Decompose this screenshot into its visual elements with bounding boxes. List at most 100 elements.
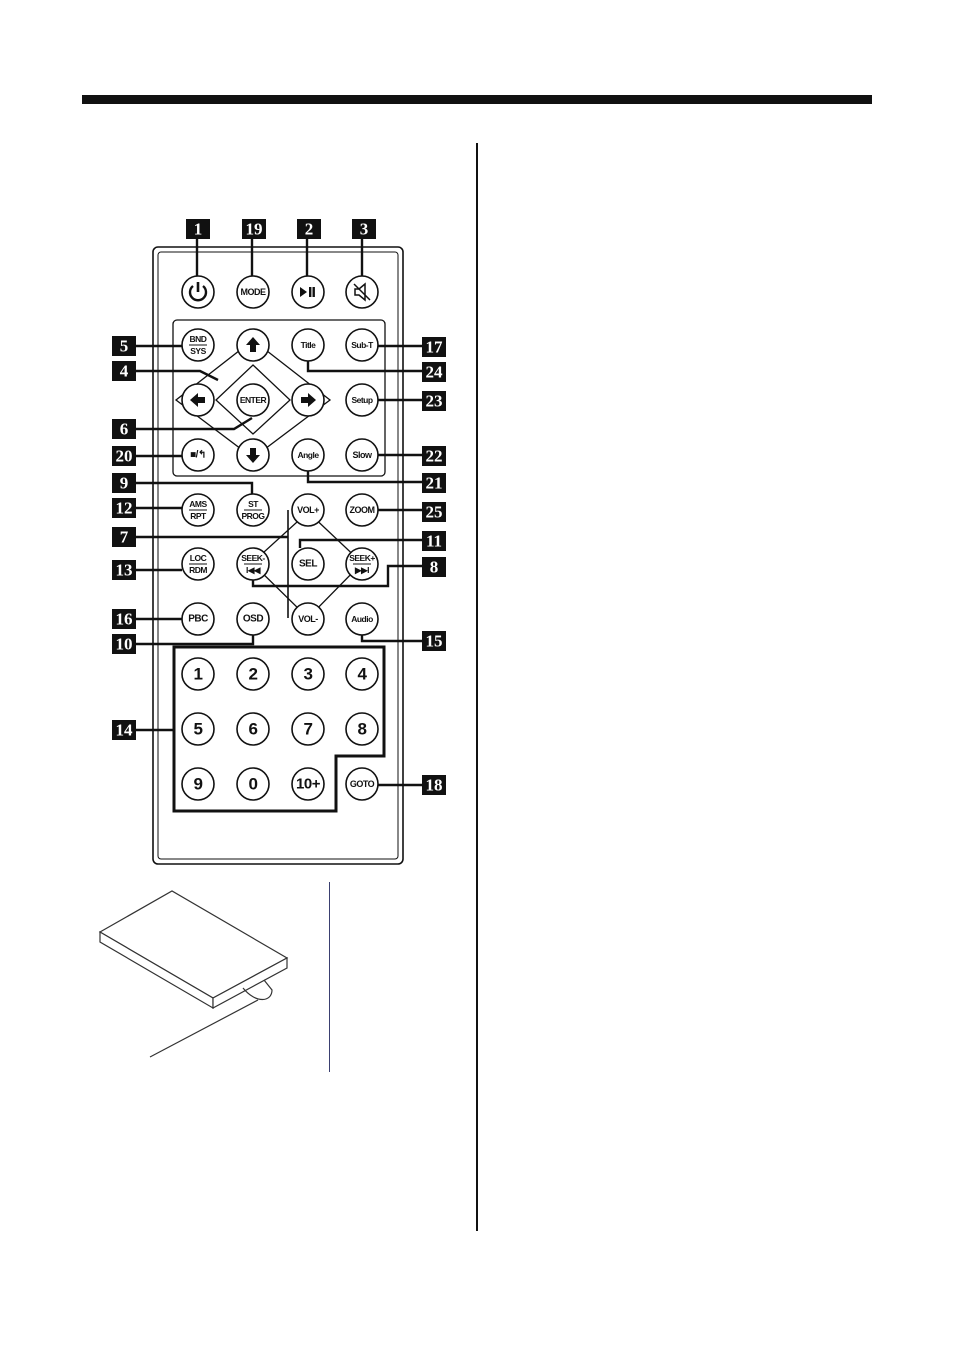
seek-up-label: SEEK+ bbox=[349, 553, 375, 563]
callout-number: 4 bbox=[120, 362, 129, 381]
num-0-button[interactable]: 0 bbox=[237, 768, 269, 800]
sub-t-button[interactable]: Sub-T bbox=[346, 329, 378, 361]
stop-return-button[interactable]: ■/↰ bbox=[182, 439, 214, 471]
callout-2: 2 bbox=[297, 219, 321, 239]
bnd-sys-label2: SYS bbox=[190, 346, 206, 356]
stop-return-label: ■/↰ bbox=[190, 450, 206, 461]
num-5-label: 5 bbox=[194, 720, 203, 739]
callout-number: 17 bbox=[426, 338, 444, 357]
num-6-label: 6 bbox=[249, 720, 258, 739]
callout-number: 16 bbox=[116, 610, 133, 629]
angle-label: Angle bbox=[297, 450, 319, 460]
mute-button[interactable] bbox=[346, 276, 378, 308]
vol-down-button[interactable]: VOL- bbox=[292, 603, 324, 635]
callout-17: 17 bbox=[422, 337, 446, 357]
up-button[interactable] bbox=[237, 329, 269, 361]
zoom-button[interactable]: ZOOM bbox=[346, 494, 378, 526]
ams-rpt-label2: RPT bbox=[190, 511, 207, 521]
zoom-label: ZOOM bbox=[350, 505, 375, 515]
num-10plus-button[interactable]: 10+ bbox=[292, 768, 324, 800]
num-8-label: 8 bbox=[358, 720, 367, 739]
pbc-button[interactable]: PBC bbox=[182, 603, 214, 635]
callout-number: 10 bbox=[116, 635, 133, 654]
vol-up-label: VOL+ bbox=[297, 505, 319, 515]
num-3-button[interactable]: 3 bbox=[292, 658, 324, 690]
callout-number: 9 bbox=[120, 474, 129, 493]
callout-number: 8 bbox=[430, 558, 439, 577]
num-7-label: 7 bbox=[304, 720, 313, 739]
slow-button[interactable]: Slow bbox=[346, 439, 378, 471]
callout-14: 14 bbox=[112, 720, 136, 740]
play-pause-button-ring bbox=[292, 276, 324, 308]
seek-up-label2: ▶▶I bbox=[354, 565, 369, 575]
num-5-button[interactable]: 5 bbox=[182, 713, 214, 745]
num-9-button[interactable]: 9 bbox=[182, 768, 214, 800]
callout-19: 19 bbox=[242, 219, 266, 239]
callout-number: 25 bbox=[426, 503, 443, 522]
enter-button[interactable]: ENTER bbox=[237, 384, 269, 416]
setup-label: Setup bbox=[351, 395, 372, 405]
num-1-button[interactable]: 1 bbox=[182, 658, 214, 690]
audio-button[interactable]: Audio bbox=[346, 603, 378, 635]
audio-label: Audio bbox=[351, 614, 373, 624]
callout-21: 21 bbox=[422, 473, 446, 493]
num-4-label: 4 bbox=[358, 665, 368, 684]
callout-number: 11 bbox=[426, 532, 442, 551]
callout-number: 19 bbox=[246, 220, 263, 239]
st-prog-label: ST bbox=[248, 499, 259, 509]
num-2-button[interactable]: 2 bbox=[237, 658, 269, 690]
battery-illustration bbox=[100, 891, 287, 1057]
seek-down-label2: I◀◀ bbox=[246, 565, 262, 575]
num-1-label: 1 bbox=[194, 665, 203, 684]
sel-button[interactable]: SEL bbox=[292, 548, 324, 580]
title-button[interactable]: Title bbox=[292, 329, 324, 361]
callout-5: 5 bbox=[112, 336, 136, 356]
callout-11: 11 bbox=[422, 531, 446, 551]
mode-button[interactable]: MODE bbox=[237, 276, 269, 308]
seek-down-button[interactable]: SEEK- I◀◀ bbox=[237, 548, 269, 580]
callout-number: 7 bbox=[120, 528, 129, 547]
callout-20: 20 bbox=[112, 446, 136, 466]
st-prog-button[interactable]: ST PROG bbox=[237, 494, 269, 526]
seek-up-button[interactable]: SEEK+ ▶▶I bbox=[346, 548, 378, 580]
goto-label: GOTO bbox=[350, 779, 375, 789]
angle-button[interactable]: Angle bbox=[292, 439, 324, 471]
seek-down-label: SEEK- bbox=[241, 553, 265, 563]
power-button[interactable] bbox=[182, 276, 214, 308]
sub-t-label: Sub-T bbox=[351, 340, 374, 350]
st-prog-label2: PROG bbox=[241, 511, 265, 521]
num-4-button[interactable]: 4 bbox=[346, 658, 378, 690]
osd-label: OSD bbox=[243, 614, 263, 625]
num-7-button[interactable]: 7 bbox=[292, 713, 324, 745]
num-0-label: 0 bbox=[249, 775, 258, 794]
right-button[interactable] bbox=[292, 384, 324, 416]
callout-8: 8 bbox=[422, 557, 446, 577]
callout-13: 13 bbox=[112, 560, 136, 580]
goto-button[interactable]: GOTO bbox=[346, 768, 378, 800]
callout-12: 12 bbox=[112, 498, 136, 518]
callout-7: 7 bbox=[112, 527, 136, 547]
callout-number: 12 bbox=[116, 499, 133, 518]
play-pause-button[interactable] bbox=[292, 276, 324, 308]
osd-button[interactable]: OSD bbox=[237, 603, 269, 635]
callout-number: 20 bbox=[116, 447, 133, 466]
callout-16: 16 bbox=[112, 609, 136, 629]
callout-number: 1 bbox=[194, 220, 203, 239]
down-button[interactable] bbox=[237, 439, 269, 471]
callout-number: 5 bbox=[120, 337, 129, 356]
num-3-label: 3 bbox=[304, 665, 313, 684]
callout-23: 23 bbox=[422, 391, 446, 411]
left-button[interactable] bbox=[182, 384, 214, 416]
callout-1: 1 bbox=[186, 219, 210, 239]
num-9-label: 9 bbox=[194, 775, 203, 794]
num-8-button[interactable]: 8 bbox=[346, 713, 378, 745]
title-label: Title bbox=[301, 340, 317, 350]
setup-button[interactable]: Setup bbox=[346, 384, 378, 416]
vol-up-button[interactable]: VOL+ bbox=[292, 494, 324, 526]
callout-number: 22 bbox=[426, 447, 443, 466]
callout-number: 13 bbox=[116, 561, 133, 580]
num-6-button[interactable]: 6 bbox=[237, 713, 269, 745]
